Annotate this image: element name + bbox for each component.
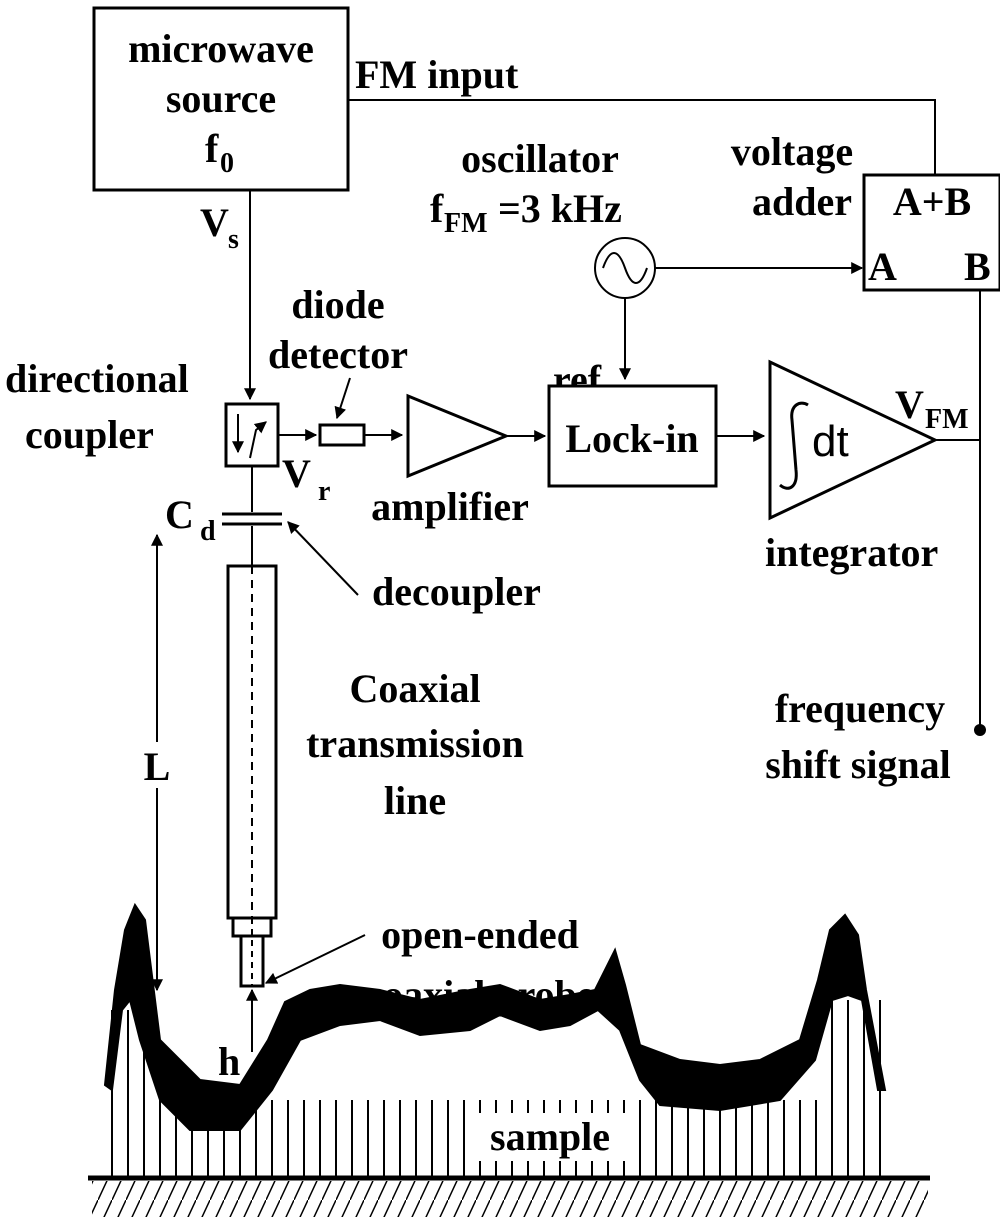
adder-sum-label: A+B bbox=[893, 179, 971, 224]
coax-label-line3: line bbox=[384, 778, 446, 823]
source-frequency-label: f bbox=[205, 126, 219, 171]
source-label-line1: microwave bbox=[128, 26, 314, 71]
adder-label-line1: voltage bbox=[731, 129, 853, 174]
fm-input-label: FM input bbox=[355, 52, 519, 97]
adder-port-b: B bbox=[964, 244, 991, 289]
vr-label: V bbox=[282, 451, 311, 496]
vfm-subscript: FM bbox=[925, 404, 969, 435]
decoupler-pointer bbox=[287, 521, 359, 596]
length-label-bg bbox=[138, 742, 176, 788]
vs-subscript: s bbox=[228, 224, 239, 255]
ground-hatching bbox=[92, 1181, 928, 1217]
diode-label-line1: diode bbox=[291, 282, 384, 327]
diode-label-line2: detector bbox=[268, 332, 408, 377]
coupler-branch-arrow-icon bbox=[249, 421, 267, 459]
amplifier-symbol bbox=[406, 393, 510, 479]
lockin-label: Lock-in bbox=[565, 416, 698, 461]
integral-sign-icon bbox=[779, 401, 809, 490]
integrator-symbol bbox=[768, 359, 939, 521]
freq-shift-label-line2: shift signal bbox=[765, 742, 951, 787]
source-label-line2: source bbox=[166, 76, 276, 121]
source-frequency-subscript: 0 bbox=[220, 148, 234, 179]
vr-subscript: r bbox=[318, 476, 330, 507]
probe-pointer bbox=[264, 934, 366, 984]
amplifier-label: amplifier bbox=[371, 484, 529, 529]
adder-port-a: A bbox=[868, 244, 897, 289]
oscillator-freq-value: =3 kHz bbox=[498, 186, 622, 231]
integrator-label: integrator bbox=[765, 530, 938, 575]
vfm-label: V bbox=[895, 382, 924, 427]
vs-label: V bbox=[200, 200, 229, 245]
freq-shift-label-line1: frequency bbox=[775, 686, 945, 731]
decoupler-label: decoupler bbox=[372, 569, 541, 614]
integrator-dt-label: dt bbox=[812, 417, 849, 466]
coax-label-line2: transmission bbox=[306, 721, 524, 766]
probe-label-line2: coaxial probe bbox=[365, 972, 594, 1017]
oscillator-freq-label: f bbox=[430, 186, 444, 231]
oscillator-freq-subscript: FM bbox=[444, 208, 488, 239]
coax-label-line1: Coaxial bbox=[349, 666, 480, 711]
microwave-source-box bbox=[92, 6, 350, 192]
frequency-shift-terminal bbox=[974, 724, 986, 736]
directional-coupler-box bbox=[224, 402, 280, 468]
cd-label: C bbox=[165, 492, 194, 537]
sample-surface-layer bbox=[103, 902, 887, 1131]
voltage-adder-box bbox=[862, 173, 1000, 292]
height-label: h bbox=[218, 1039, 240, 1084]
sine-wave-icon bbox=[602, 252, 648, 284]
coupler-label-line1: directional bbox=[5, 356, 189, 401]
fm-feedback-wire bbox=[348, 99, 936, 175]
coupler-label-line2: coupler bbox=[25, 412, 154, 457]
diode-detector-box bbox=[318, 423, 366, 447]
sample-label-bg bbox=[470, 1113, 630, 1161]
length-label: L bbox=[144, 744, 171, 789]
sample-label: sample bbox=[490, 1114, 610, 1159]
oscillator-title: oscillator bbox=[461, 136, 619, 181]
adder-label-line2: adder bbox=[752, 179, 852, 224]
cd-subscript: d bbox=[200, 516, 216, 547]
probe-label-line1: open-ended bbox=[381, 912, 579, 957]
diode-pointer bbox=[334, 377, 351, 420]
